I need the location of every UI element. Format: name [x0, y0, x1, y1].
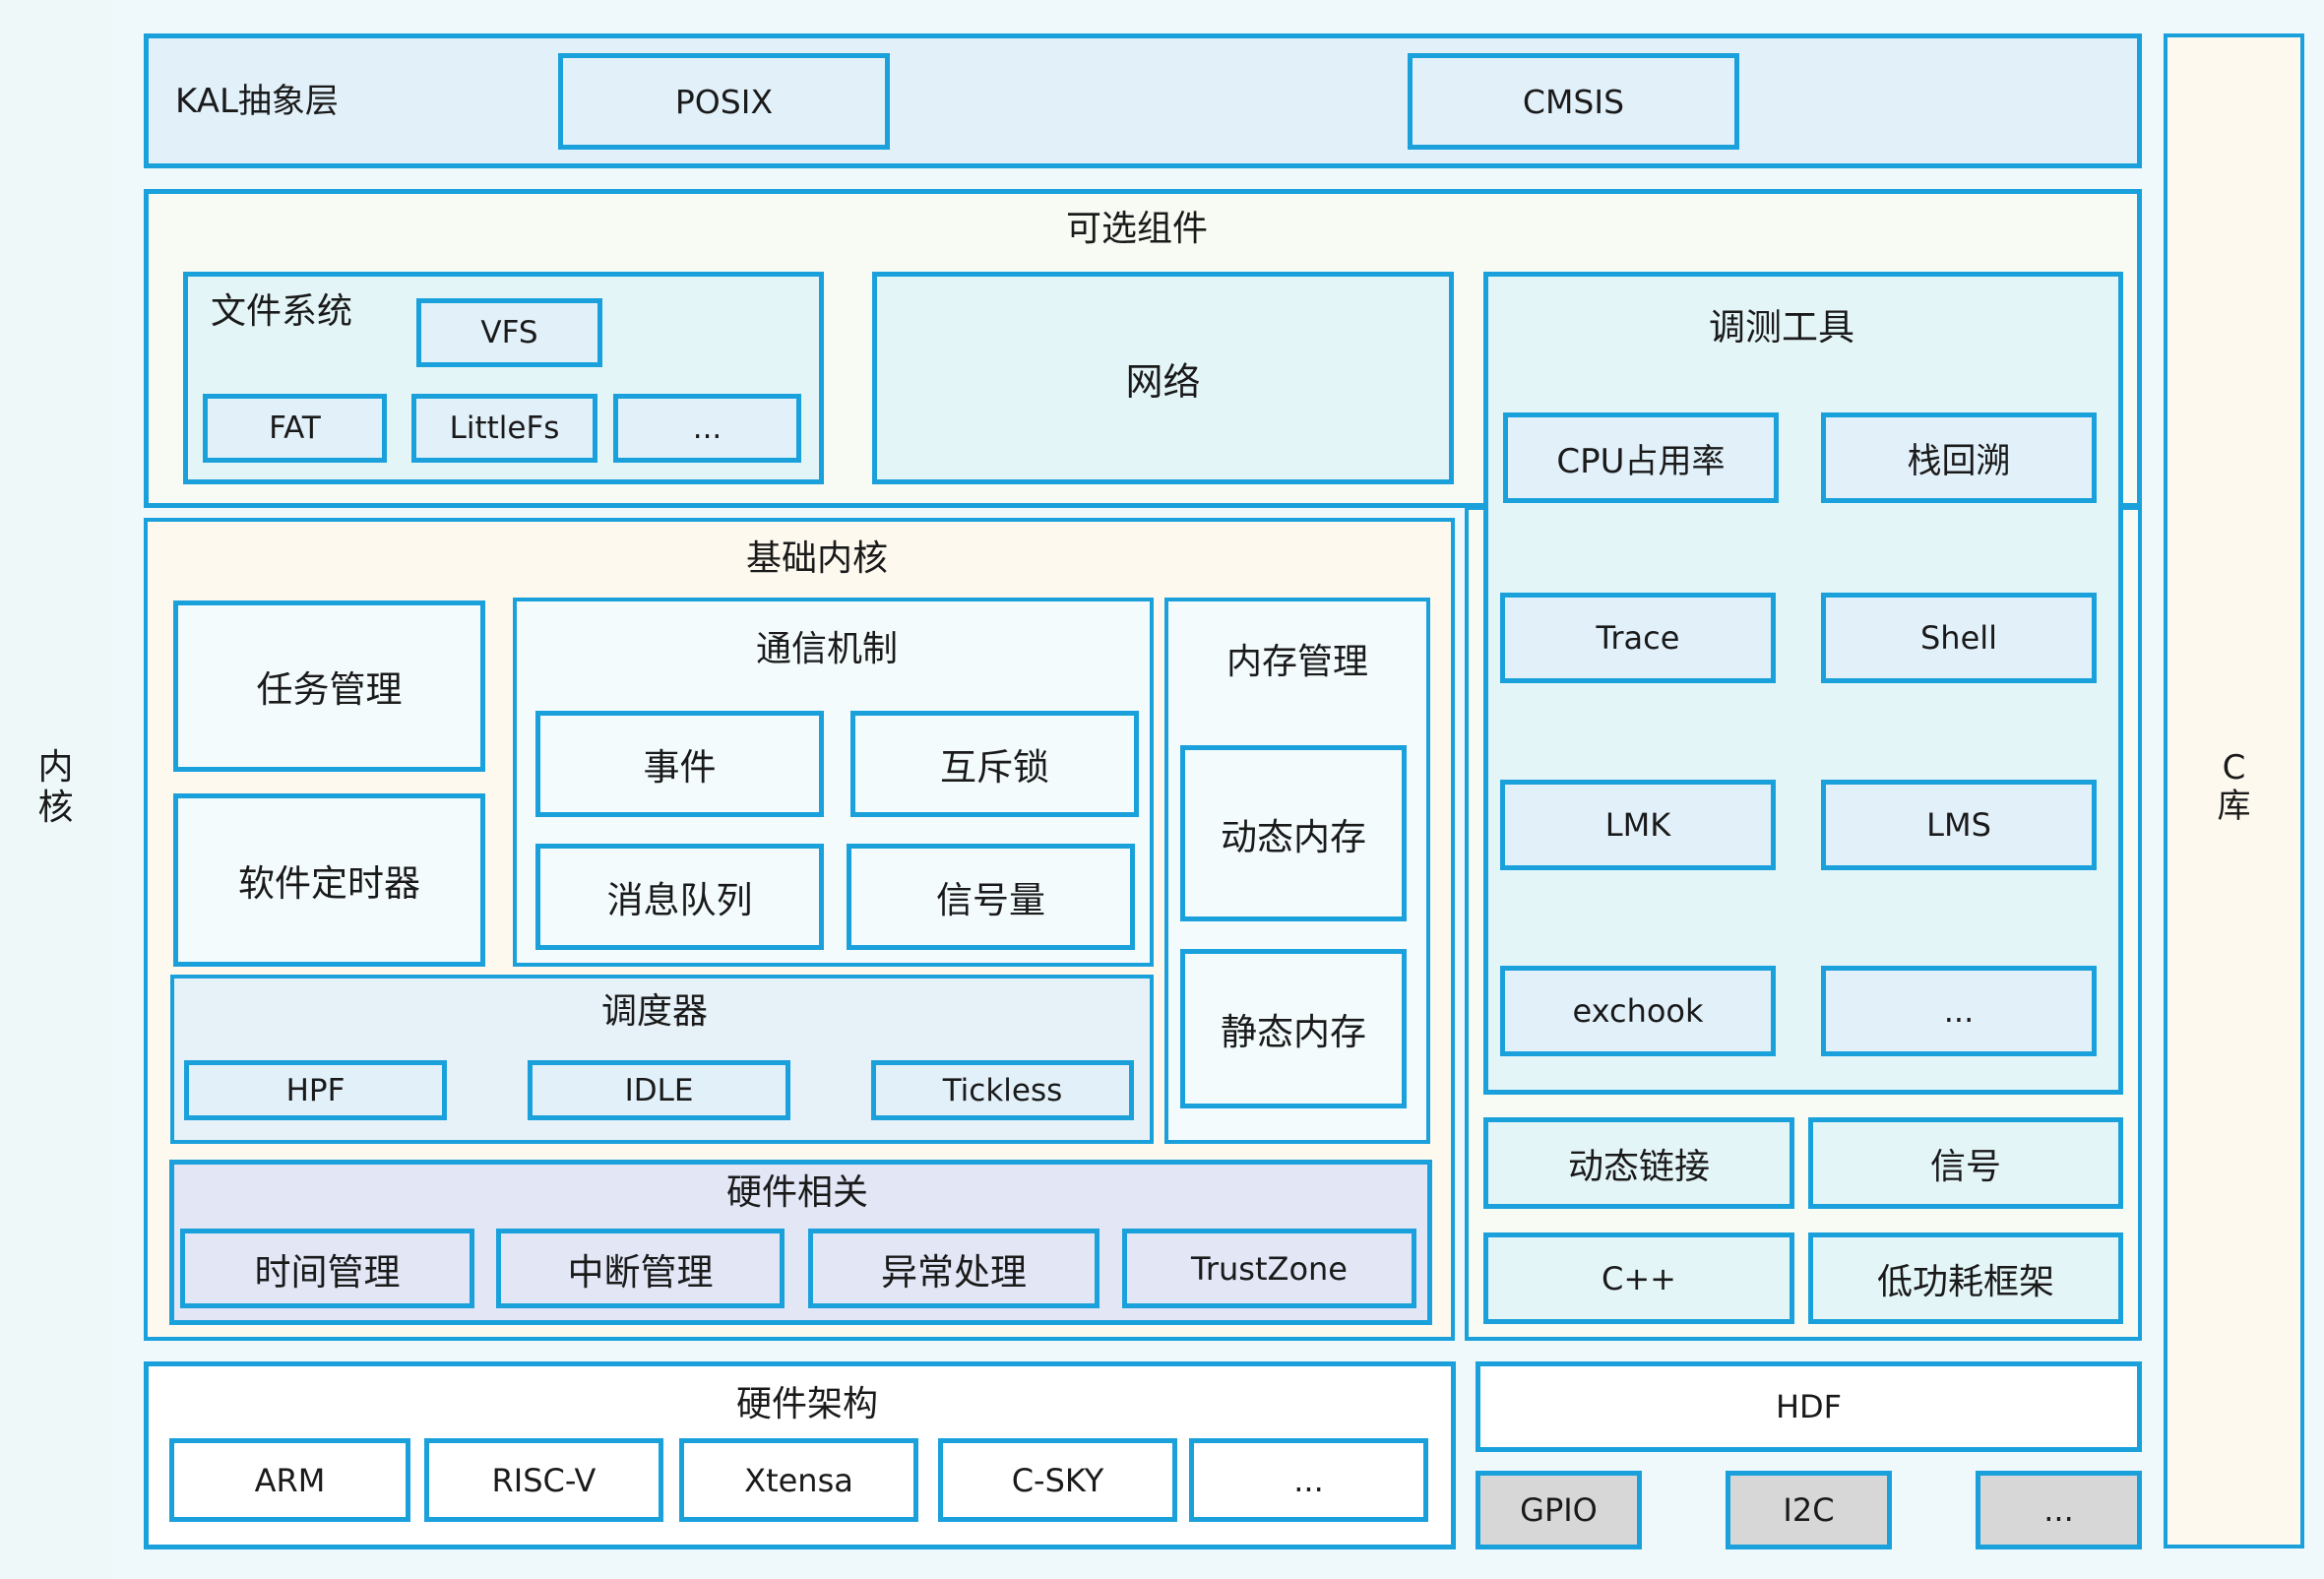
fs-more: ... — [613, 394, 801, 463]
kal-posix: POSIX — [558, 53, 890, 150]
debug-more: ... — [1821, 966, 2097, 1056]
scheduler-title: 调度器 — [600, 991, 708, 1033]
kernel-label: 内 核 — [37, 746, 74, 828]
cpp-box: C++ — [1483, 1232, 1794, 1324]
debug-shell: Shell — [1821, 593, 2097, 683]
clib-label: C 库 — [2217, 747, 2251, 826]
arch-arm: ARM — [169, 1438, 410, 1522]
ipc-event: 事件 — [535, 711, 824, 817]
hdf-gpio: GPIO — [1476, 1471, 1642, 1549]
hdf-i2c: I2C — [1726, 1471, 1892, 1549]
ipc-mutex: 互斥锁 — [850, 711, 1139, 817]
hw-time-management: 时间管理 — [180, 1229, 474, 1308]
memory-dynamic: 动态内存 — [1180, 745, 1407, 921]
memory-title: 内存管理 — [1225, 642, 1368, 683]
task-management-box: 任务管理 — [173, 600, 485, 772]
kal-layer — [144, 33, 2142, 168]
arch-xtensa: Xtensa — [679, 1438, 918, 1522]
hw-interrupt-management: 中断管理 — [496, 1229, 785, 1308]
hdf-more: ... — [1976, 1471, 2142, 1549]
arch-csky: C-SKY — [938, 1438, 1177, 1522]
scheduler-tickless: Tickless — [871, 1060, 1134, 1120]
debug-cpu-usage: CPU占用率 — [1503, 412, 1779, 503]
debug-lms: LMS — [1821, 780, 2097, 870]
debug-exchook: exchook — [1500, 966, 1776, 1056]
hardware-related-title: 硬件相关 — [725, 1172, 868, 1214]
kal-title: KAL抽象层 — [175, 81, 339, 121]
software-timer-box: 软件定时器 — [173, 793, 485, 967]
fs-vfs: VFS — [416, 298, 602, 367]
network-box: 网络 — [872, 272, 1454, 484]
debug-lmk: LMK — [1500, 780, 1776, 870]
low-power-box: 低功耗框架 — [1808, 1232, 2123, 1324]
arch-riscv: RISC-V — [424, 1438, 663, 1522]
kernel-side-panel — [0, 0, 111, 1579]
basic-kernel-title: 基础内核 — [745, 538, 888, 580]
ipc-title: 通信机制 — [755, 629, 898, 670]
debug-backtrace: 栈回溯 — [1821, 412, 2097, 503]
arch-more: ... — [1189, 1438, 1428, 1522]
ipc-semaphore: 信号量 — [847, 844, 1135, 950]
arch-title: 硬件架构 — [735, 1384, 878, 1425]
filesystem-title: 文件系统 — [210, 291, 352, 333]
hdf-box: HDF — [1476, 1361, 2142, 1452]
dynamic-link-box: 动态链接 — [1483, 1117, 1794, 1209]
signal-box: 信号 — [1808, 1117, 2123, 1209]
hw-exception-handling: 异常处理 — [808, 1229, 1099, 1308]
kal-cmsis: CMSIS — [1408, 53, 1739, 150]
optional-title: 可选组件 — [1065, 209, 1208, 250]
debug-title: 调测工具 — [1709, 305, 1854, 348]
clib-panel — [2164, 33, 2304, 1548]
debug-tools-panel — [1483, 272, 2123, 1095]
fs-littlefs: LittleFs — [411, 394, 597, 463]
ipc-message-queue: 消息队列 — [535, 844, 824, 950]
scheduler-idle: IDLE — [528, 1060, 790, 1120]
debug-trace: Trace — [1500, 593, 1776, 683]
hw-trustzone: TrustZone — [1122, 1229, 1416, 1308]
memory-static: 静态内存 — [1180, 949, 1407, 1108]
fs-fat: FAT — [203, 394, 387, 463]
scheduler-hpf: HPF — [184, 1060, 447, 1120]
